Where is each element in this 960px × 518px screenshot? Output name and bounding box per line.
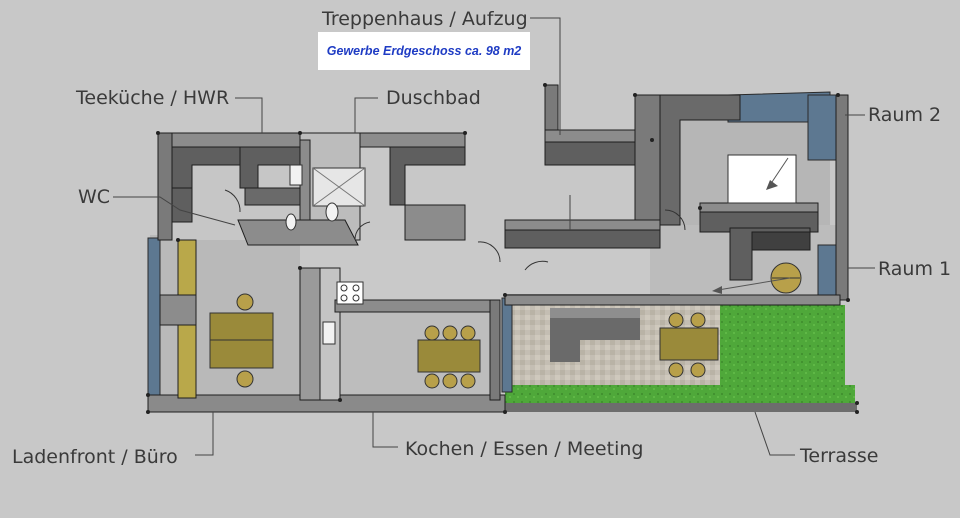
toilet-wc [285, 213, 297, 231]
terrace-edge [505, 403, 857, 412]
essen-table [417, 339, 481, 373]
kitchen-sink [322, 321, 336, 345]
vertex-markers [146, 83, 859, 414]
label-treppenhaus: Treppenhaus / Aufzug [322, 8, 528, 30]
plan-title-box: Gewerbe Erdgeschoss ca. 98 m2 [318, 32, 530, 70]
window-terrace [501, 297, 513, 393]
terrace [505, 294, 857, 412]
toilet-bad [325, 202, 339, 222]
lawn [720, 305, 845, 395]
terrace-planter [550, 313, 640, 362]
terrace-table [659, 327, 719, 361]
sink [289, 164, 303, 186]
label-duschbad: Duschbad [386, 87, 481, 109]
terrace-planter-top [550, 308, 640, 318]
label-raum1: Raum 1 [878, 258, 952, 280]
stove [336, 281, 364, 305]
doors [224, 189, 686, 271]
label-ladenfront: Ladenfront / Büro [12, 446, 178, 468]
label-kochen: Kochen / Essen / Meeting [405, 438, 644, 460]
label-wc: WC [78, 186, 111, 208]
lawn-strip [505, 385, 855, 405]
windows [147, 91, 843, 396]
plan-title: Gewerbe Erdgeschoss ca. 98 m2 [326, 44, 522, 58]
furniture [209, 262, 802, 389]
floor-flur [300, 240, 650, 300]
label-teekueche: Teeküche / HWR [76, 87, 230, 109]
label-raum2: Raum 2 [868, 104, 942, 126]
window-raum2-right [807, 94, 839, 161]
label-terrasse: Terrasse [800, 445, 879, 467]
walls [147, 84, 849, 413]
leader-lines [113, 17, 875, 456]
window-buero [147, 237, 161, 396]
